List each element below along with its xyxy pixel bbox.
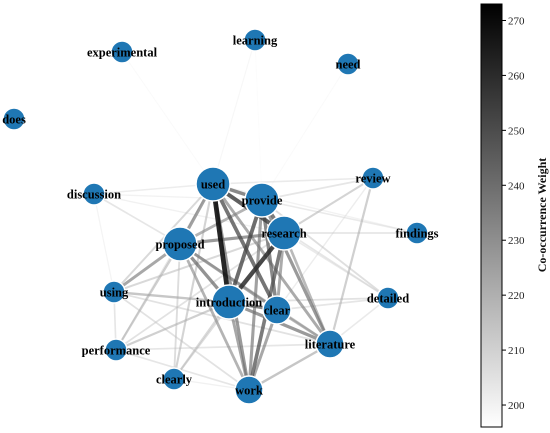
node-circle <box>262 295 292 325</box>
edge-provide-need <box>261 63 349 201</box>
node-need[interactable]: need <box>336 52 361 76</box>
edge-review-clear <box>276 177 374 311</box>
edge-introduction-using <box>112 290 231 304</box>
edge-discussion-using <box>93 193 115 293</box>
edge-learning-provide <box>254 39 263 201</box>
edge-proposed-performance <box>114 242 182 352</box>
edge-used-review <box>212 177 374 185</box>
node-experimental[interactable]: experimental <box>87 40 158 64</box>
edge-clear-detailed <box>276 297 389 311</box>
edge-provide-introduction <box>227 198 264 304</box>
colorbar-tick-label: 220 <box>508 290 525 302</box>
edge-proposed-clearly <box>173 243 181 380</box>
node-literature[interactable]: literature <box>305 329 356 359</box>
node-discussion[interactable]: discussion <box>67 182 121 206</box>
node-circle <box>162 367 186 391</box>
node-label: discussion <box>67 188 121 202</box>
node-circle <box>2 107 26 131</box>
node-circle <box>361 166 385 190</box>
colorbar-tick-label: 260 <box>508 70 525 82</box>
node-circle <box>234 375 264 405</box>
colorbar-gradient <box>480 3 503 428</box>
node-label: introduction <box>196 296 262 310</box>
node-circle <box>405 221 429 245</box>
node-label: literature <box>305 338 356 352</box>
node-label: work <box>235 384 263 398</box>
node-circle <box>195 166 231 202</box>
node-label: research <box>261 227 306 241</box>
node-findings[interactable]: findings <box>395 221 439 245</box>
node-performance[interactable]: performance <box>82 338 151 362</box>
node-label: performance <box>82 344 151 358</box>
node-label: does <box>2 113 26 127</box>
node-work[interactable]: work <box>234 375 264 405</box>
node-label: proposed <box>155 238 204 252</box>
node-label: findings <box>395 227 438 241</box>
node-label: clear <box>264 304 291 318</box>
node-clearly[interactable]: clearly <box>156 367 193 391</box>
node-detailed[interactable]: detailed <box>367 286 409 310</box>
edge-proposed-work <box>178 242 251 392</box>
node-label: review <box>355 172 390 186</box>
node-circle <box>266 215 302 251</box>
node-using[interactable]: using <box>100 280 129 304</box>
node-circle <box>104 338 128 362</box>
node-label: clearly <box>156 373 193 387</box>
edge-research-detailed <box>283 232 389 299</box>
colorbar: 200 210 220 230 240 250 260 270 Co-occurrence W… <box>480 3 549 428</box>
edge-literature-performance <box>115 343 331 351</box>
edge-provide-findings <box>261 199 418 234</box>
node-label: using <box>100 286 129 300</box>
node-circle <box>211 284 247 320</box>
colorbar-tick-label: 270 <box>508 15 525 27</box>
edge-used-clearly <box>172 182 215 381</box>
colorbar-ticks: 200 210 220 230 240 250 260 270 <box>502 15 525 412</box>
nodes-layer: experimental learning need does discussion us… <box>2 28 439 405</box>
edge-provide-review <box>261 177 374 201</box>
node-circle <box>244 182 280 218</box>
colorbar-tick-label: 240 <box>508 180 525 192</box>
colorbar-tick-label: 250 <box>508 125 525 137</box>
node-label: need <box>336 58 361 72</box>
node-review[interactable]: review <box>355 166 391 190</box>
colorbar-tick-label: 230 <box>508 235 525 247</box>
node-provide[interactable]: provide <box>242 182 283 218</box>
node-clear[interactable]: clear <box>262 295 292 325</box>
node-circle <box>336 52 360 76</box>
node-label: used <box>201 178 225 192</box>
node-circle <box>376 286 400 310</box>
node-does[interactable]: does <box>2 107 26 131</box>
node-circle <box>110 40 134 64</box>
edge-literature-work <box>247 342 332 392</box>
edge-used-discussion <box>93 183 214 195</box>
colorbar-tick-label: 200 <box>508 400 525 412</box>
node-proposed[interactable]: proposed <box>155 226 205 262</box>
edge-provide-work <box>247 198 264 392</box>
edge-work-performance <box>115 349 250 391</box>
edge-used-introduction <box>210 181 232 305</box>
edge-used-experimental <box>121 51 214 185</box>
node-research[interactable]: research <box>261 215 307 251</box>
edge-used-learning <box>212 39 256 185</box>
node-label: provide <box>242 194 283 208</box>
node-circle <box>315 329 345 359</box>
colorbar-title: Co-occurrence Weight <box>535 158 549 273</box>
node-circle <box>243 28 267 52</box>
node-circle <box>102 280 126 304</box>
node-label: detailed <box>367 292 409 306</box>
colorbar-tick-label: 210 <box>508 345 525 357</box>
edge-literature-review <box>328 176 375 346</box>
node-used[interactable]: used <box>195 166 231 202</box>
node-circle <box>162 226 198 262</box>
node-learning[interactable]: learning <box>233 28 278 52</box>
edge-research-performance <box>115 232 285 351</box>
node-introduction[interactable]: introduction <box>196 284 262 320</box>
node-label: experimental <box>87 46 158 60</box>
node-circle <box>82 182 106 206</box>
node-label: learning <box>233 34 278 48</box>
